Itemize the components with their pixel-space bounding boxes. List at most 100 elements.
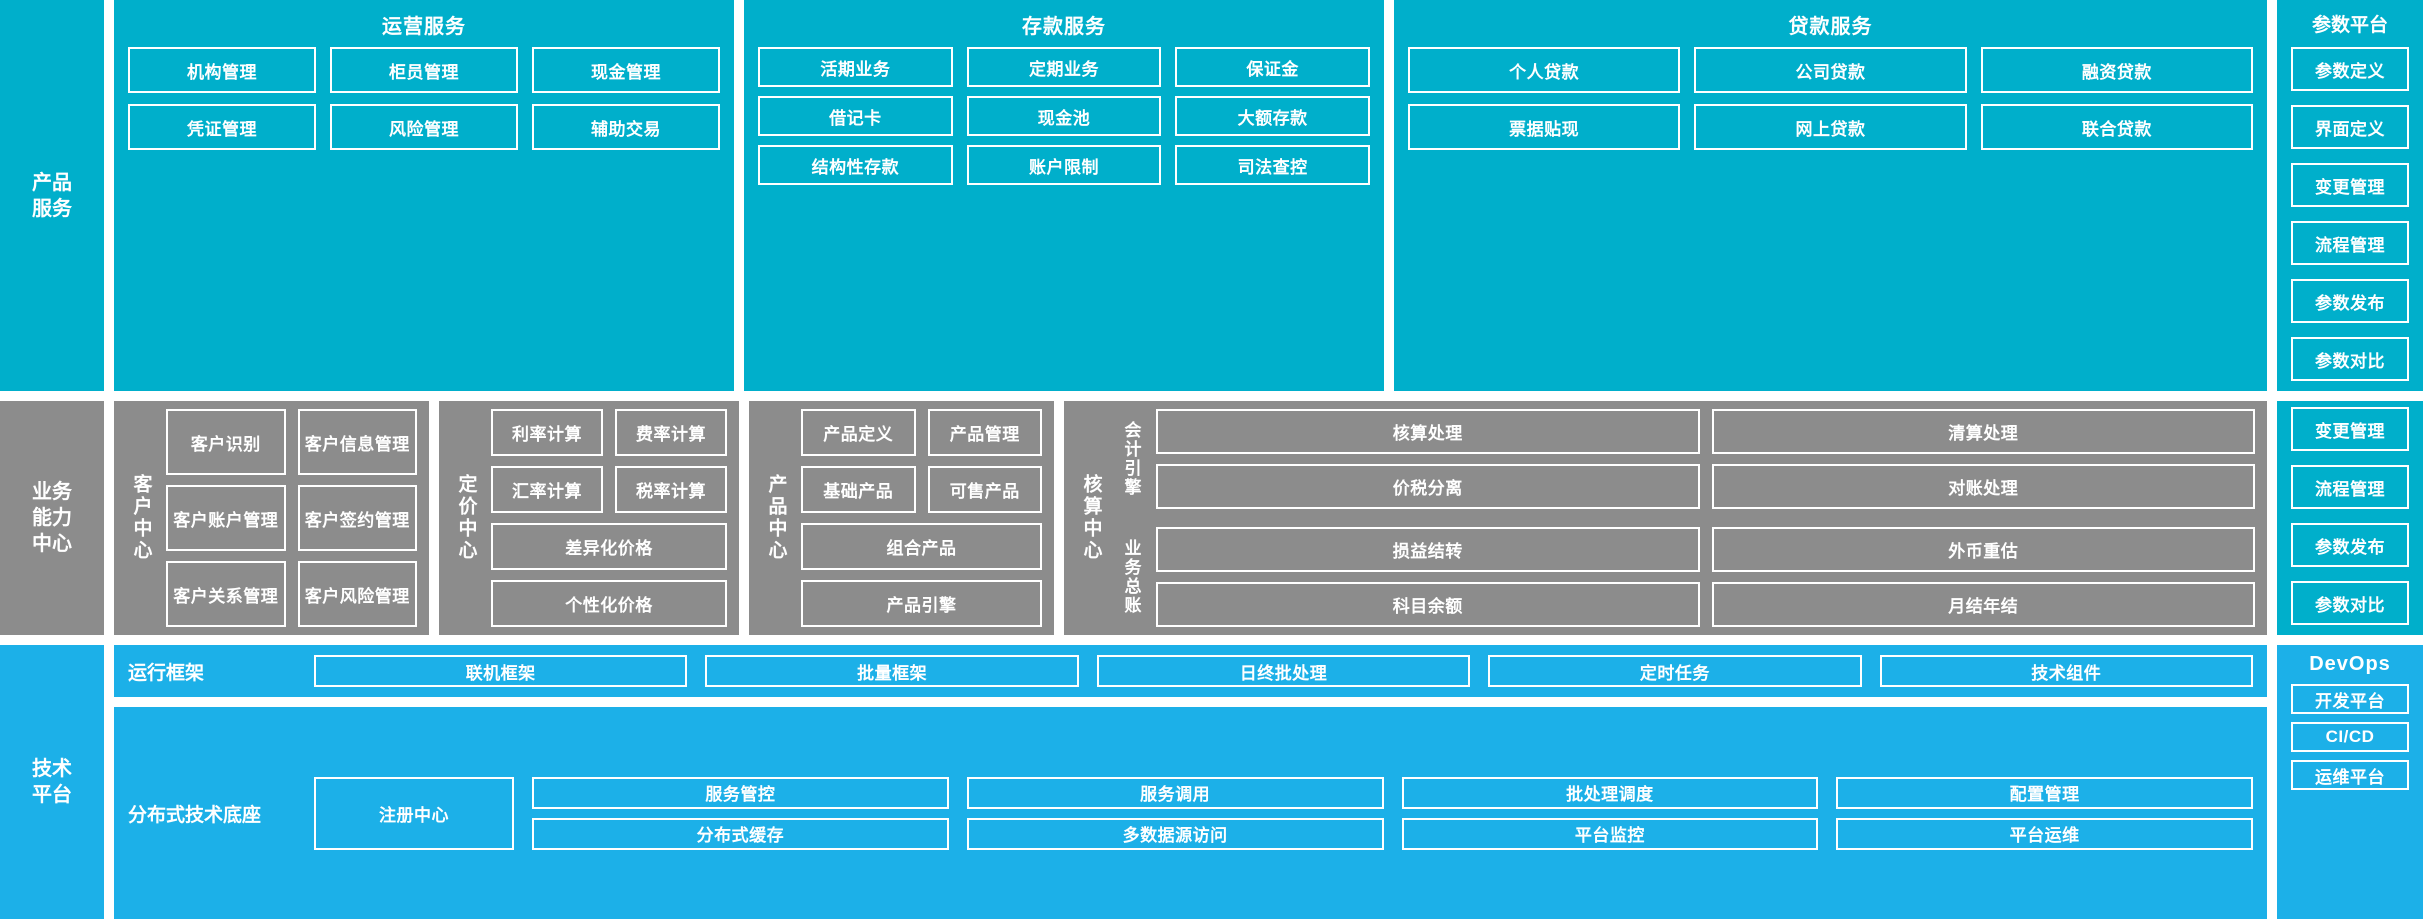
item-product-management[interactable]: 产品管理 xyxy=(927,409,1042,456)
loan-service-items: 个人贷款 公司贷款 融资贷款 票据贴现 网上贷款 联合贷款 xyxy=(1408,47,2253,379)
item-change-management[interactable]: 变更管理 xyxy=(2291,163,2409,207)
item-cash-pool[interactable]: 现金池 xyxy=(966,96,1162,136)
group-loan-service: 贷款服务 个人贷款 公司贷款 融资贷款 票据贴现 网上贷款 联合贷款 xyxy=(1394,0,2267,391)
item-technical-component[interactable]: 技术组件 xyxy=(1879,655,2253,687)
subgroup-label-general-ledger: 业务总账 xyxy=(1121,539,1141,615)
item-multi-datasource-access[interactable]: 多数据源访问 xyxy=(966,817,1384,850)
item-exchange-rate-calc[interactable]: 汇率计算 xyxy=(491,466,603,513)
product-service-band: 产品 服务 运营服务 机构管理 柜员管理 现金管理 凭证管理 风险管理 辅助交易… xyxy=(0,0,2423,391)
operation-service-items: 机构管理 柜员管理 现金管理 凭证管理 风险管理 辅助交易 xyxy=(128,47,720,379)
technical-strips: 运行框架 联机框架 批量框架 日终批处理 定时任务 技术组件 分布式技术底座 注… xyxy=(114,645,2267,919)
item-personal-loan[interactable]: 个人贷款 xyxy=(1408,47,1681,93)
item-process-management[interactable]: 流程管理 xyxy=(2291,221,2409,265)
item-customer-identify[interactable]: 客户识别 xyxy=(166,409,286,475)
item-price-tax-separation[interactable]: 价税分离 xyxy=(1156,464,1700,509)
item-month-year-end-close[interactable]: 月结年结 xyxy=(1711,582,2255,627)
band-label-product-service: 产品 服务 xyxy=(0,0,104,391)
group-title-operation-service: 运营服务 xyxy=(382,16,466,38)
item-customer-relation-mgmt[interactable]: 客户关系管理 xyxy=(166,561,286,627)
item-customer-risk-mgmt[interactable]: 客户风险管理 xyxy=(297,561,417,627)
item-structured-deposit[interactable]: 结构性存款 xyxy=(758,145,953,185)
group-operation-service: 运营服务 机构管理 柜员管理 现金管理 凭证管理 风险管理 辅助交易 xyxy=(114,0,734,391)
item-basic-product[interactable]: 基础产品 xyxy=(801,466,916,513)
item-org-management[interactable]: 机构管理 xyxy=(128,47,316,93)
item-margin-deposit[interactable]: 保证金 xyxy=(1175,47,1370,87)
item-registry-center[interactable]: 注册中心 xyxy=(314,776,514,850)
item-param-compare[interactable]: 参数对比 xyxy=(2291,337,2409,381)
strip-distributed-foundation: 分布式技术底座 注册中心 服务管控 服务调用 批处理调度 配置管理 分布式缓存 … xyxy=(114,707,2267,919)
item-auxiliary-transaction[interactable]: 辅助交易 xyxy=(532,104,720,150)
item-demand-business[interactable]: 活期业务 xyxy=(758,47,953,87)
item-customer-contract-mgmt[interactable]: 客户签约管理 xyxy=(297,485,417,551)
item-customer-info-mgmt[interactable]: 客户信息管理 xyxy=(297,409,417,475)
item-financing-loan[interactable]: 融资贷款 xyxy=(1980,47,2253,93)
item-debit-card[interactable]: 借记卡 xyxy=(758,96,953,136)
item-config-management[interactable]: 配置管理 xyxy=(1836,776,2253,809)
item-personalized-price[interactable]: 个性化价格 xyxy=(491,580,727,627)
item-platform-monitoring[interactable]: 平台监控 xyxy=(1401,817,1819,850)
item-interest-rate-calc[interactable]: 利率计算 xyxy=(491,409,603,456)
item-ops-platform[interactable]: 运维平台 xyxy=(2291,760,2409,790)
item-account-restriction[interactable]: 账户限制 xyxy=(966,145,1162,185)
item-joint-loan[interactable]: 联合贷款 xyxy=(1980,104,2253,150)
item-product-engine[interactable]: 产品引擎 xyxy=(801,580,1042,627)
item-voucher-management[interactable]: 凭证管理 xyxy=(128,104,316,150)
item-eod-batch-process[interactable]: 日终批处理 xyxy=(1096,655,1471,687)
item-bill-discount[interactable]: 票据贴现 xyxy=(1408,104,1681,150)
item-teller-management[interactable]: 柜员管理 xyxy=(330,47,518,93)
item-large-deposit[interactable]: 大额存款 xyxy=(1175,96,1370,136)
item-batch-framework[interactable]: 批量框架 xyxy=(705,655,1079,687)
item-online-loan[interactable]: 网上贷款 xyxy=(1694,104,1967,150)
item-sellable-product[interactable]: 可售产品 xyxy=(927,466,1042,513)
capability-centers: 客户中心 客户识别 客户信息管理 客户账户管理 客户签约管理 客户关系管理 客户… xyxy=(114,401,2267,635)
product-service-groups: 运营服务 机构管理 柜员管理 现金管理 凭证管理 风险管理 辅助交易 存款服务 … xyxy=(114,0,2267,391)
item-distributed-cache[interactable]: 分布式缓存 xyxy=(532,817,949,850)
item-time-business[interactable]: 定期业务 xyxy=(966,47,1162,87)
item-dev-platform[interactable]: 开发平台 xyxy=(2291,684,2409,714)
group-title-deposit-service: 存款服务 xyxy=(1022,16,1106,38)
center-pricing: 定价中心 利率计算 费率计算 汇率计算 税率计算 差异化价格 个性化价格 xyxy=(439,401,739,635)
item-platform-operations[interactable]: 平台运维 xyxy=(1836,817,2253,850)
item-reconciliation-process[interactable]: 对账处理 xyxy=(1711,464,2255,509)
item-settlement-process[interactable]: 清算处理 xyxy=(1711,409,2255,454)
item-differential-price[interactable]: 差异化价格 xyxy=(491,523,727,570)
customer-center-items: 客户识别 客户信息管理 客户账户管理 客户签约管理 客户关系管理 客户风险管理 xyxy=(166,409,417,627)
item-subject-balance[interactable]: 科目余额 xyxy=(1156,582,1700,627)
pricing-center-items: 利率计算 费率计算 汇率计算 税率计算 差异化价格 个性化价格 xyxy=(491,409,727,627)
item-cicd[interactable]: CI/CD xyxy=(2291,722,2409,752)
distributed-foundation-items: 注册中心 服务管控 服务调用 批处理调度 配置管理 分布式缓存 多数据源访问 平… xyxy=(314,776,2253,850)
item-param-publish[interactable]: 参数发布 xyxy=(2291,279,2409,323)
item-service-governance[interactable]: 服务管控 xyxy=(532,776,949,809)
devops-panel: DevOps 开发平台 CI/CD 运维平台 xyxy=(2277,645,2423,919)
item-risk-management[interactable]: 风险管理 xyxy=(330,104,518,150)
item-scheduled-task[interactable]: 定时任务 xyxy=(1488,655,1862,687)
item-batch-scheduling[interactable]: 批处理调度 xyxy=(1401,776,1819,809)
item-tax-rate-calc[interactable]: 税率计算 xyxy=(615,466,727,513)
item-accounting-process[interactable]: 核算处理 xyxy=(1156,409,1700,454)
center-product: 产品中心 产品定义 产品管理 基础产品 可售产品 组合产品 产品引擎 xyxy=(749,401,1054,635)
item-ui-definition[interactable]: 界面定义 xyxy=(2291,105,2409,149)
item-product-definition[interactable]: 产品定义 xyxy=(801,409,916,456)
group-title-loan-service: 贷款服务 xyxy=(1788,16,1873,38)
center-customer: 客户中心 客户识别 客户信息管理 客户账户管理 客户签约管理 客户关系管理 客户… xyxy=(114,401,429,635)
strip-label-distributed-foundation: 分布式技术底座 xyxy=(128,804,262,826)
center-label-product: 产品中心 xyxy=(765,474,787,562)
item-service-invocation[interactable]: 服务调用 xyxy=(966,776,1384,809)
item-profit-loss-carryover[interactable]: 损益结转 xyxy=(1156,527,1700,572)
item-process-management-2[interactable]: 流程管理 xyxy=(2291,465,2409,509)
deposit-service-items: 活期业务 定期业务 保证金 借记卡 现金池 大额存款 结构性存款 账户限制 司法… xyxy=(758,47,1370,379)
item-foreign-currency-revaluation[interactable]: 外币重估 xyxy=(1711,527,2255,572)
item-param-publish-2[interactable]: 参数发布 xyxy=(2291,523,2409,567)
item-param-compare-2[interactable]: 参数对比 xyxy=(2291,581,2409,625)
item-combined-product[interactable]: 组合产品 xyxy=(801,523,1042,570)
item-corporate-loan[interactable]: 公司贷款 xyxy=(1694,47,1967,93)
item-param-definition[interactable]: 参数定义 xyxy=(2291,47,2409,91)
item-cash-management[interactable]: 现金管理 xyxy=(532,47,720,93)
item-fee-rate-calc[interactable]: 费率计算 xyxy=(615,409,727,456)
item-online-framework[interactable]: 联机框架 xyxy=(314,655,688,687)
product-center-items: 产品定义 产品管理 基础产品 可售产品 组合产品 产品引擎 xyxy=(801,409,1042,627)
item-change-management-2[interactable]: 变更管理 xyxy=(2291,407,2409,451)
item-judicial-control[interactable]: 司法查控 xyxy=(1175,145,1370,185)
band-label-business-capability: 业务 能力 中心 xyxy=(0,401,104,635)
item-customer-account-mgmt[interactable]: 客户账户管理 xyxy=(166,485,286,551)
